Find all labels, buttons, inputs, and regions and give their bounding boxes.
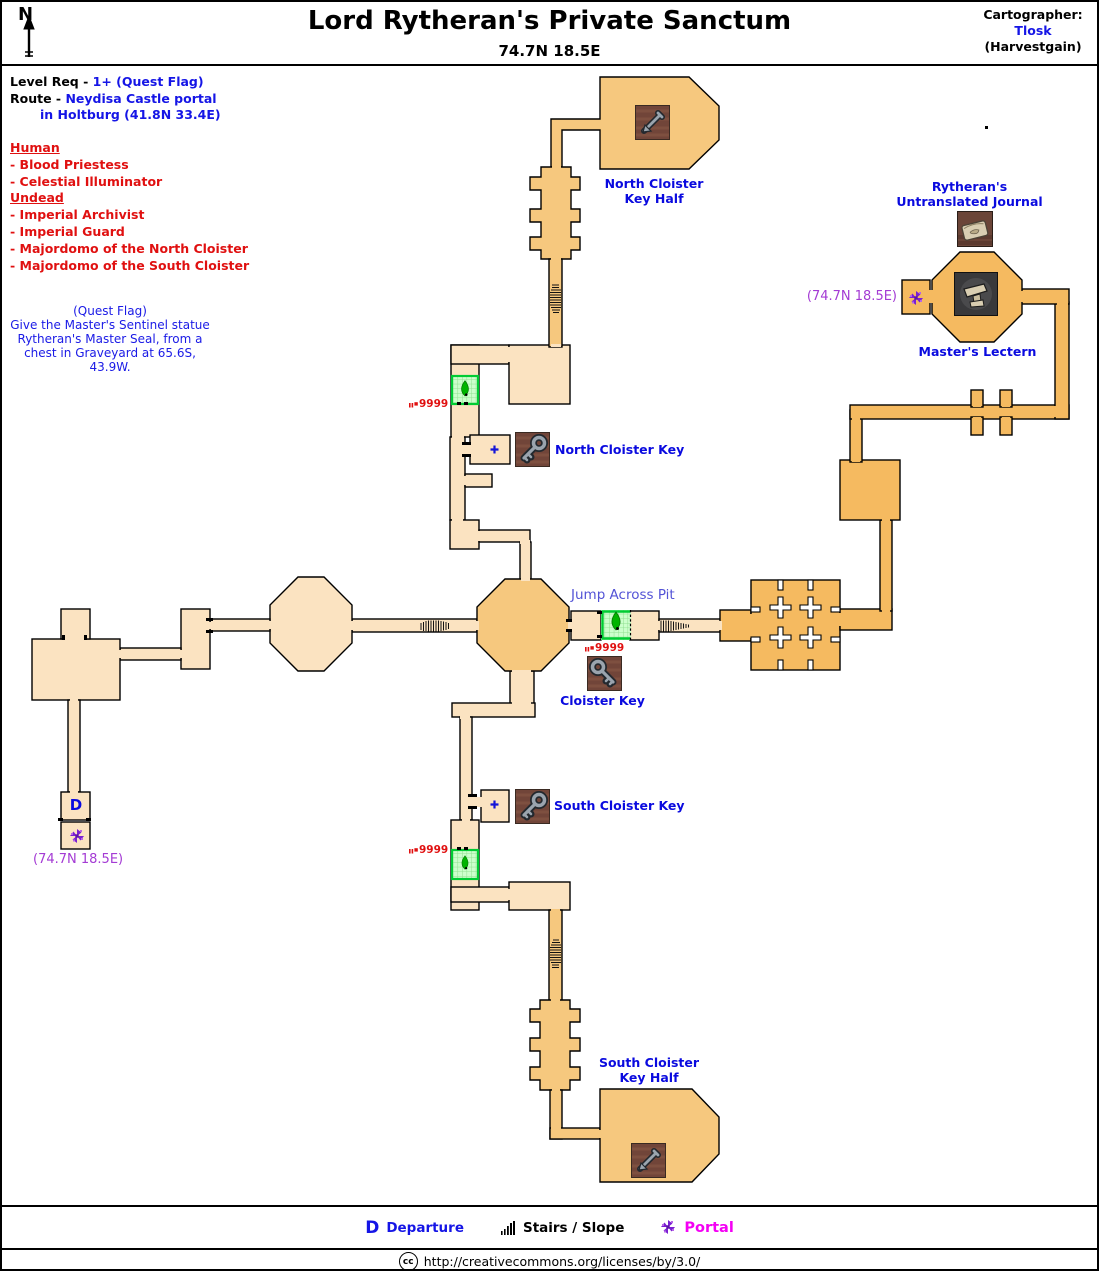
south-key-half-label: South Cloister Key Half	[598, 1055, 700, 1085]
jump-across-pit-label: Jump Across Pit	[571, 587, 675, 603]
stray-dot	[985, 126, 988, 129]
pillar-hall-room	[750, 579, 841, 671]
route-value-2: in Holtburg (41.8N 33.4E)	[40, 107, 221, 122]
lectern-icon	[953, 271, 999, 317]
list-item: - Imperial Guard	[10, 223, 125, 239]
seam-erasers	[65, 165, 1068, 1138]
page-title: Lord Rytheran's Private Sanctum	[307, 6, 792, 36]
south-junction-room	[508, 881, 571, 911]
dungeon-coords: 74.7N 18.5E	[498, 42, 601, 60]
stairs-icon	[500, 1220, 515, 1235]
north-key-label: North Cloister Key	[555, 442, 685, 457]
sw-portal-coords: (74.7N 18.5E)	[33, 852, 124, 867]
info-panel: Level Req - 1+ (Quest Flag) Route - Neyd…	[10, 74, 221, 124]
cloister-key-icon	[585, 654, 624, 693]
list-item: - Majordomo of the North Cloister	[10, 240, 248, 256]
license-footer: cc http://creativecommons.org/licenses/b…	[2, 1248, 1097, 1269]
south-key-half-icon	[629, 1141, 668, 1180]
legend-stairs-label: Stairs / Slope	[522, 1219, 625, 1236]
cartographer-name: Tlosk	[1014, 23, 1052, 38]
south-key-half-room	[599, 1088, 720, 1183]
level-req-label: Level Req -	[10, 74, 93, 89]
journal-label: Rytheran's Untranslated Journal	[896, 179, 1043, 209]
list-item: - Imperial Archivist	[10, 207, 145, 223]
pit-depth-south: 9999	[409, 844, 448, 856]
north-junction-room	[508, 344, 571, 405]
route-value: Neydisa Castle portal	[65, 90, 217, 106]
west-big-room	[31, 638, 121, 701]
stairs-hatches	[420, 284, 689, 968]
north-stairs-icon	[550, 284, 561, 313]
south-stairs-icon	[550, 939, 561, 968]
cartographer-server: (Harvestgain)	[984, 39, 1082, 54]
compass-label: N	[18, 4, 34, 25]
pillar-hall-pillars	[750, 579, 841, 671]
jump-across-pit	[601, 610, 632, 640]
license-url: http://creativecommons.org/licenses/by/3…	[423, 1254, 701, 1269]
north-cloister-key-icon	[513, 430, 552, 469]
list-item: - Majordomo of the South Cloister	[10, 257, 250, 273]
west-stairs-icon	[420, 620, 449, 632]
south-cloister-key-icon	[513, 787, 552, 826]
legend-departure: D Departure	[365, 1218, 464, 1238]
north-pit	[450, 374, 480, 406]
masters-lectern-label: Master's Lectern	[918, 344, 1037, 359]
human-header: Human	[10, 140, 60, 155]
cc-icon: cc	[398, 1252, 418, 1269]
ne-portal-coords: (74.7N 18.5E)	[806, 289, 897, 304]
depth-icon	[409, 401, 418, 407]
cartographer-block: Cartographer: Tlosk (Harvestgain)	[975, 7, 1091, 55]
legend-departure-label: Departure	[386, 1219, 464, 1236]
list-item: - Blood Priestess	[10, 156, 129, 172]
north-key-half-label: North Cloister Key Half	[604, 176, 704, 206]
legend-portal: Portal	[660, 1219, 734, 1236]
departure-marker: D	[69, 796, 83, 814]
pit-depth-east: 9999	[585, 642, 624, 654]
map-legend: D Departure Stairs / Slope Portal	[2, 1205, 1097, 1248]
cloister-key-label: Cloister Key	[560, 693, 645, 708]
level-req-value: 1+ (Quest Flag)	[92, 74, 204, 89]
legend-portal-label: Portal	[684, 1219, 734, 1236]
departure-room	[60, 791, 91, 821]
center-octagon-room	[476, 578, 570, 672]
cartographer-label: Cartographer:	[983, 7, 1083, 22]
west-octagon-room	[269, 576, 353, 672]
east-stairs-icon	[660, 620, 689, 632]
quest-note: (Quest Flag) Give the Master's Sentinel …	[10, 304, 210, 374]
header: N Lord Rytheran's Private Sanctum 74.7N …	[2, 2, 1097, 66]
pit-depth-north: 9999	[409, 398, 448, 410]
undead-header: Undead	[10, 190, 64, 206]
south-pit	[450, 848, 480, 881]
south-key-label: South Cloister Key	[554, 798, 685, 813]
creature-list: Human - Blood Priestess - Celestial Illu…	[10, 140, 249, 274]
door-ticks	[58, 126, 988, 850]
compass-arrow-icon	[23, 14, 35, 57]
depth-icon	[585, 645, 594, 651]
legend-stairs: Stairs / Slope	[500, 1220, 624, 1236]
north-key-half-icon	[633, 103, 672, 142]
route-label: Route -	[10, 90, 66, 106]
depth-icon	[409, 847, 418, 853]
departure-d-icon: D	[365, 1217, 380, 1238]
north-cloister-key-room	[469, 434, 511, 465]
portal-icon	[661, 1220, 676, 1234]
list-item: - Celestial Illuminator	[10, 173, 163, 189]
map-rooms-dark	[719, 251, 1070, 671]
journal-icon	[955, 209, 995, 249]
